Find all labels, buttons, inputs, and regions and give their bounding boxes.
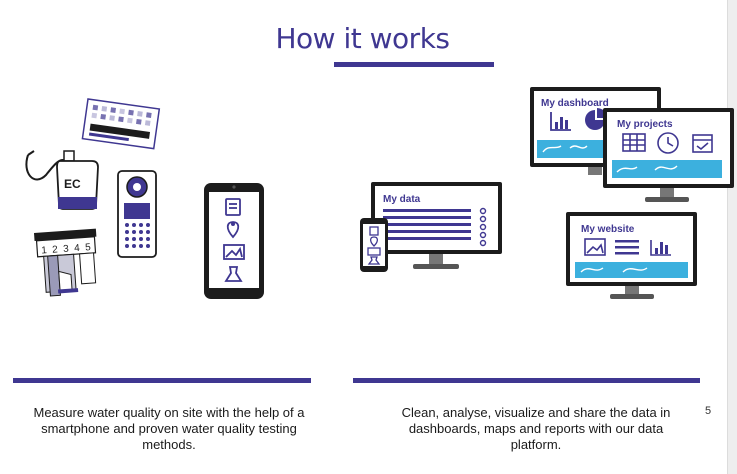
vertical-scrollbar[interactable]: [727, 0, 737, 474]
my-website-monitor-icon: My website: [566, 212, 697, 299]
small-phone-icon: [360, 218, 388, 272]
field-test-illustration: EC 1 2 3 4 5: [25, 98, 264, 299]
strip-number-2: 2: [52, 244, 59, 255]
strip-number-3: 3: [63, 244, 70, 255]
left-caption: Measure water quality on site with the h…: [33, 405, 305, 452]
strip-number-5: 5: [85, 242, 92, 253]
page-number: 5: [705, 405, 712, 417]
slide-title: How it works: [275, 22, 451, 55]
strip-number-4: 4: [74, 243, 81, 254]
photometer-icon: [117, 170, 157, 258]
my-data-monitor-icon: My data: [371, 182, 502, 269]
title-underline: [334, 62, 494, 67]
smartphone-icon: [204, 183, 264, 299]
strip-number-1: 1: [41, 245, 48, 256]
ec-meter-icon: EC: [25, 150, 99, 210]
my-data-label: My data: [383, 194, 421, 205]
ec-label: EC: [64, 177, 81, 191]
my-projects-monitor-icon: My projects: [603, 108, 734, 202]
test-strip-comparator-icon: 1 2 3 4 5: [34, 228, 97, 297]
my-website-label: My website: [581, 224, 635, 235]
right-section-rule: [353, 378, 700, 383]
data-platform-illustration: My data My dashboard: [360, 87, 734, 299]
right-caption: Clean, analyse, visualize and share the …: [401, 405, 671, 452]
left-section-rule: [13, 378, 311, 383]
color-chart-card-icon: [81, 98, 161, 150]
my-dashboard-label: My dashboard: [541, 98, 609, 109]
my-projects-label: My projects: [617, 119, 673, 130]
